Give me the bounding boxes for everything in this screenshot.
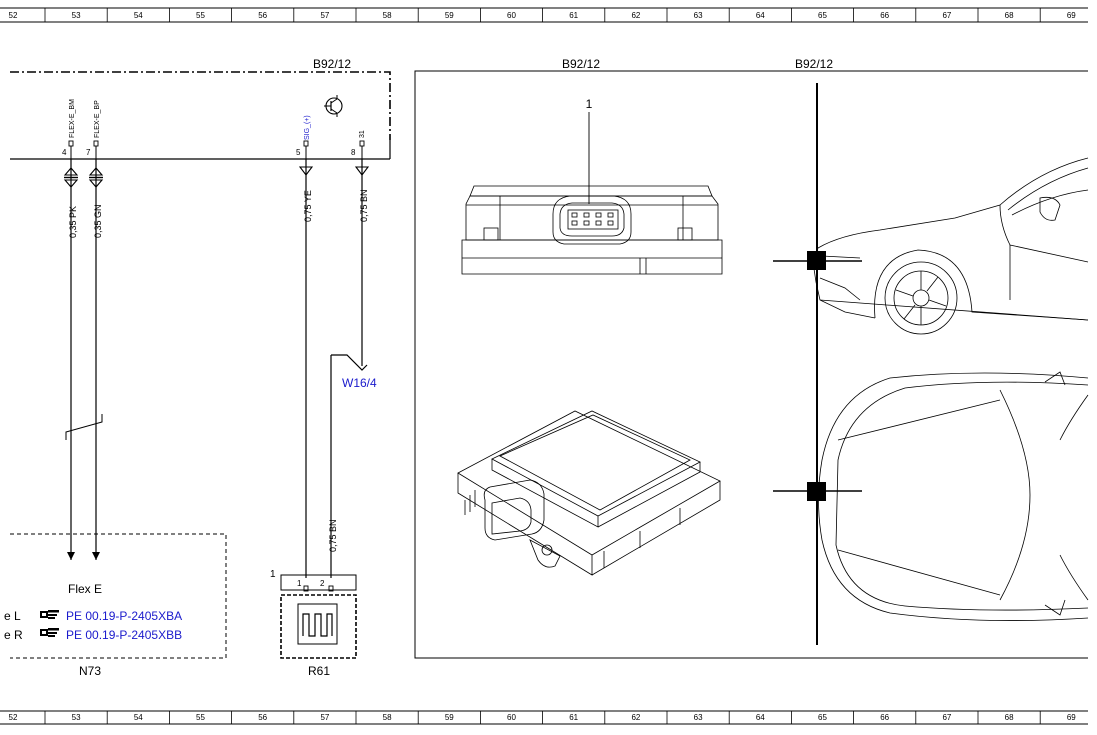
top-ruler-column-label: 57 (320, 11, 329, 20)
bottom-ruler-column-label: 58 (383, 713, 392, 722)
pin-signal-31: 31 (359, 130, 366, 138)
top-ruler-column-label: 67 (942, 11, 951, 20)
location-callout-number: 1 (586, 97, 593, 111)
top-ruler-column-label: 66 (880, 11, 889, 20)
component-b92-box[interactable]: B92/12 (10, 57, 391, 160)
wire-label-r61: 0,75 BN (328, 519, 338, 552)
pin-number-8: 8 (351, 148, 356, 157)
bottom-ruler-column-label: 54 (134, 713, 143, 722)
pin-signal-flex-e-bp: FLEX-E_BP (94, 100, 101, 138)
pin-signal-sig: SIG_(+) (304, 115, 311, 140)
car-side-view-drawing (812, 157, 1089, 335)
top-ruler-column-label: 54 (134, 11, 143, 20)
reference-hand-icon (40, 610, 59, 619)
pin-number-7: 7 (86, 148, 91, 157)
component-b92-label: B92/12 (313, 57, 351, 71)
sensor-isometric-drawing (457, 410, 721, 576)
heater-element-icon (297, 603, 338, 645)
top-ruler-column-label: 62 (631, 11, 640, 20)
top-ruler-column-label: 68 (1005, 11, 1014, 20)
location-label-right: B92/12 (795, 57, 833, 71)
bottom-ruler-column-label: 68 (1005, 713, 1014, 722)
r61-label: R61 (308, 664, 330, 678)
pin-signal-flex-e-bm: FLEX-E_BM (69, 99, 76, 138)
bottom-ruler-column-label: 64 (756, 713, 765, 722)
sensor-symbol-icon (324, 95, 343, 117)
bottom-ruler-column-label: 55 (196, 713, 205, 722)
top-ruler-column-label: 65 (818, 11, 827, 20)
top-ruler-column-label: 61 (569, 11, 578, 20)
location-label-left: B92/12 (562, 57, 600, 71)
bottom-ruler-column-label: 57 (320, 713, 329, 722)
ground-ref-link[interactable]: W16/4 (342, 376, 377, 390)
sensor-front-view-drawing (461, 185, 723, 275)
wire-gn[interactable]: 0,35 GN (88, 159, 104, 560)
bottom-ruler-column-label: 67 (942, 713, 951, 722)
ground-symbol-icon[interactable]: W16/4 0,75 BN (328, 354, 377, 578)
bottom-ruler: 52 53 54 55 56 57 58 59 60 61 62 63 64 65 66 67 68 69 (0, 710, 1088, 725)
wire-label-pk: 0,35 PK (68, 206, 78, 238)
r61-pin-1: 1 (297, 579, 302, 588)
bottom-ruler-column-label: 61 (569, 713, 578, 722)
bottom-ruler-column-label: 59 (445, 713, 454, 722)
r61-marker: 1 (270, 569, 276, 580)
n73-ref-link-2[interactable]: PE 00.19-P-2405XBB (66, 628, 182, 642)
top-ruler-column-label: 60 (507, 11, 516, 20)
top-ruler-column-label: 58 (383, 11, 392, 20)
r61-pin-2: 2 (320, 579, 325, 588)
component-r61[interactable]: 1 1 2 R61 (270, 569, 357, 678)
wire-label-bn: 0,75 BN (359, 189, 369, 222)
top-ruler-column-label: 56 (258, 11, 267, 20)
bottom-ruler-column-label: 62 (631, 713, 640, 722)
location-panel: B92/12 B92/12 1 (414, 57, 1088, 659)
pin-number-5: 5 (296, 148, 301, 157)
pin-signal-labels: FLEX-E_BM FLEX-E_BP SIG_(+) 31 (69, 99, 366, 140)
top-ruler-column-label: 63 (694, 11, 703, 20)
reference-hand-icon (40, 628, 59, 637)
top-ruler-column-label: 64 (756, 11, 765, 20)
bottom-ruler-column-label: 53 (72, 713, 81, 722)
top-ruler: 52 53 54 55 56 57 58 59 60 61 62 63 64 65 66 67 68 69 (0, 7, 1088, 23)
top-ruler-column-label: 52 (9, 11, 18, 20)
n73-row-1-prefix: e L (4, 609, 21, 623)
pin-connectors: 4 7 5 8 (62, 140, 365, 159)
twisted-pair-marker (65, 414, 103, 440)
top-ruler-column-label: 53 (72, 11, 81, 20)
bottom-ruler-column-label: 69 (1067, 713, 1076, 722)
component-n73-box[interactable]: Flex E N73 e L e R PE 00.19-P-2405XBA PE… (4, 533, 227, 678)
n73-label: N73 (79, 664, 101, 678)
top-ruler-column-label: 69 (1067, 11, 1076, 20)
n73-title: Flex E (68, 582, 102, 596)
wire-label-gn: 0,35 GN (93, 204, 103, 238)
wire-pk[interactable]: 0,35 PK (63, 159, 79, 560)
wire-label-ye: 0,75 YE (303, 190, 313, 222)
car-top-view-drawing (818, 371, 1089, 621)
n73-ref-link-1[interactable]: PE 00.19-P-2405XBA (66, 609, 182, 623)
bottom-ruler-column-label: 63 (694, 713, 703, 722)
bottom-ruler-column-label: 52 (9, 713, 18, 722)
n73-row-2-prefix: e R (4, 628, 23, 642)
top-ruler-column-label: 55 (196, 11, 205, 20)
bottom-ruler-column-label: 56 (258, 713, 267, 722)
bottom-ruler-column-label: 60 (507, 713, 516, 722)
bottom-ruler-column-label: 66 (880, 713, 889, 722)
location-crosshair-markers (773, 83, 862, 645)
pin-number-4: 4 (62, 148, 67, 157)
bottom-ruler-column-label: 65 (818, 713, 827, 722)
wire-bn-ground[interactable]: 0,75 BN (354, 159, 370, 366)
wire-ye[interactable]: 0,75 YE (298, 159, 314, 578)
top-ruler-column-label: 59 (445, 11, 454, 20)
